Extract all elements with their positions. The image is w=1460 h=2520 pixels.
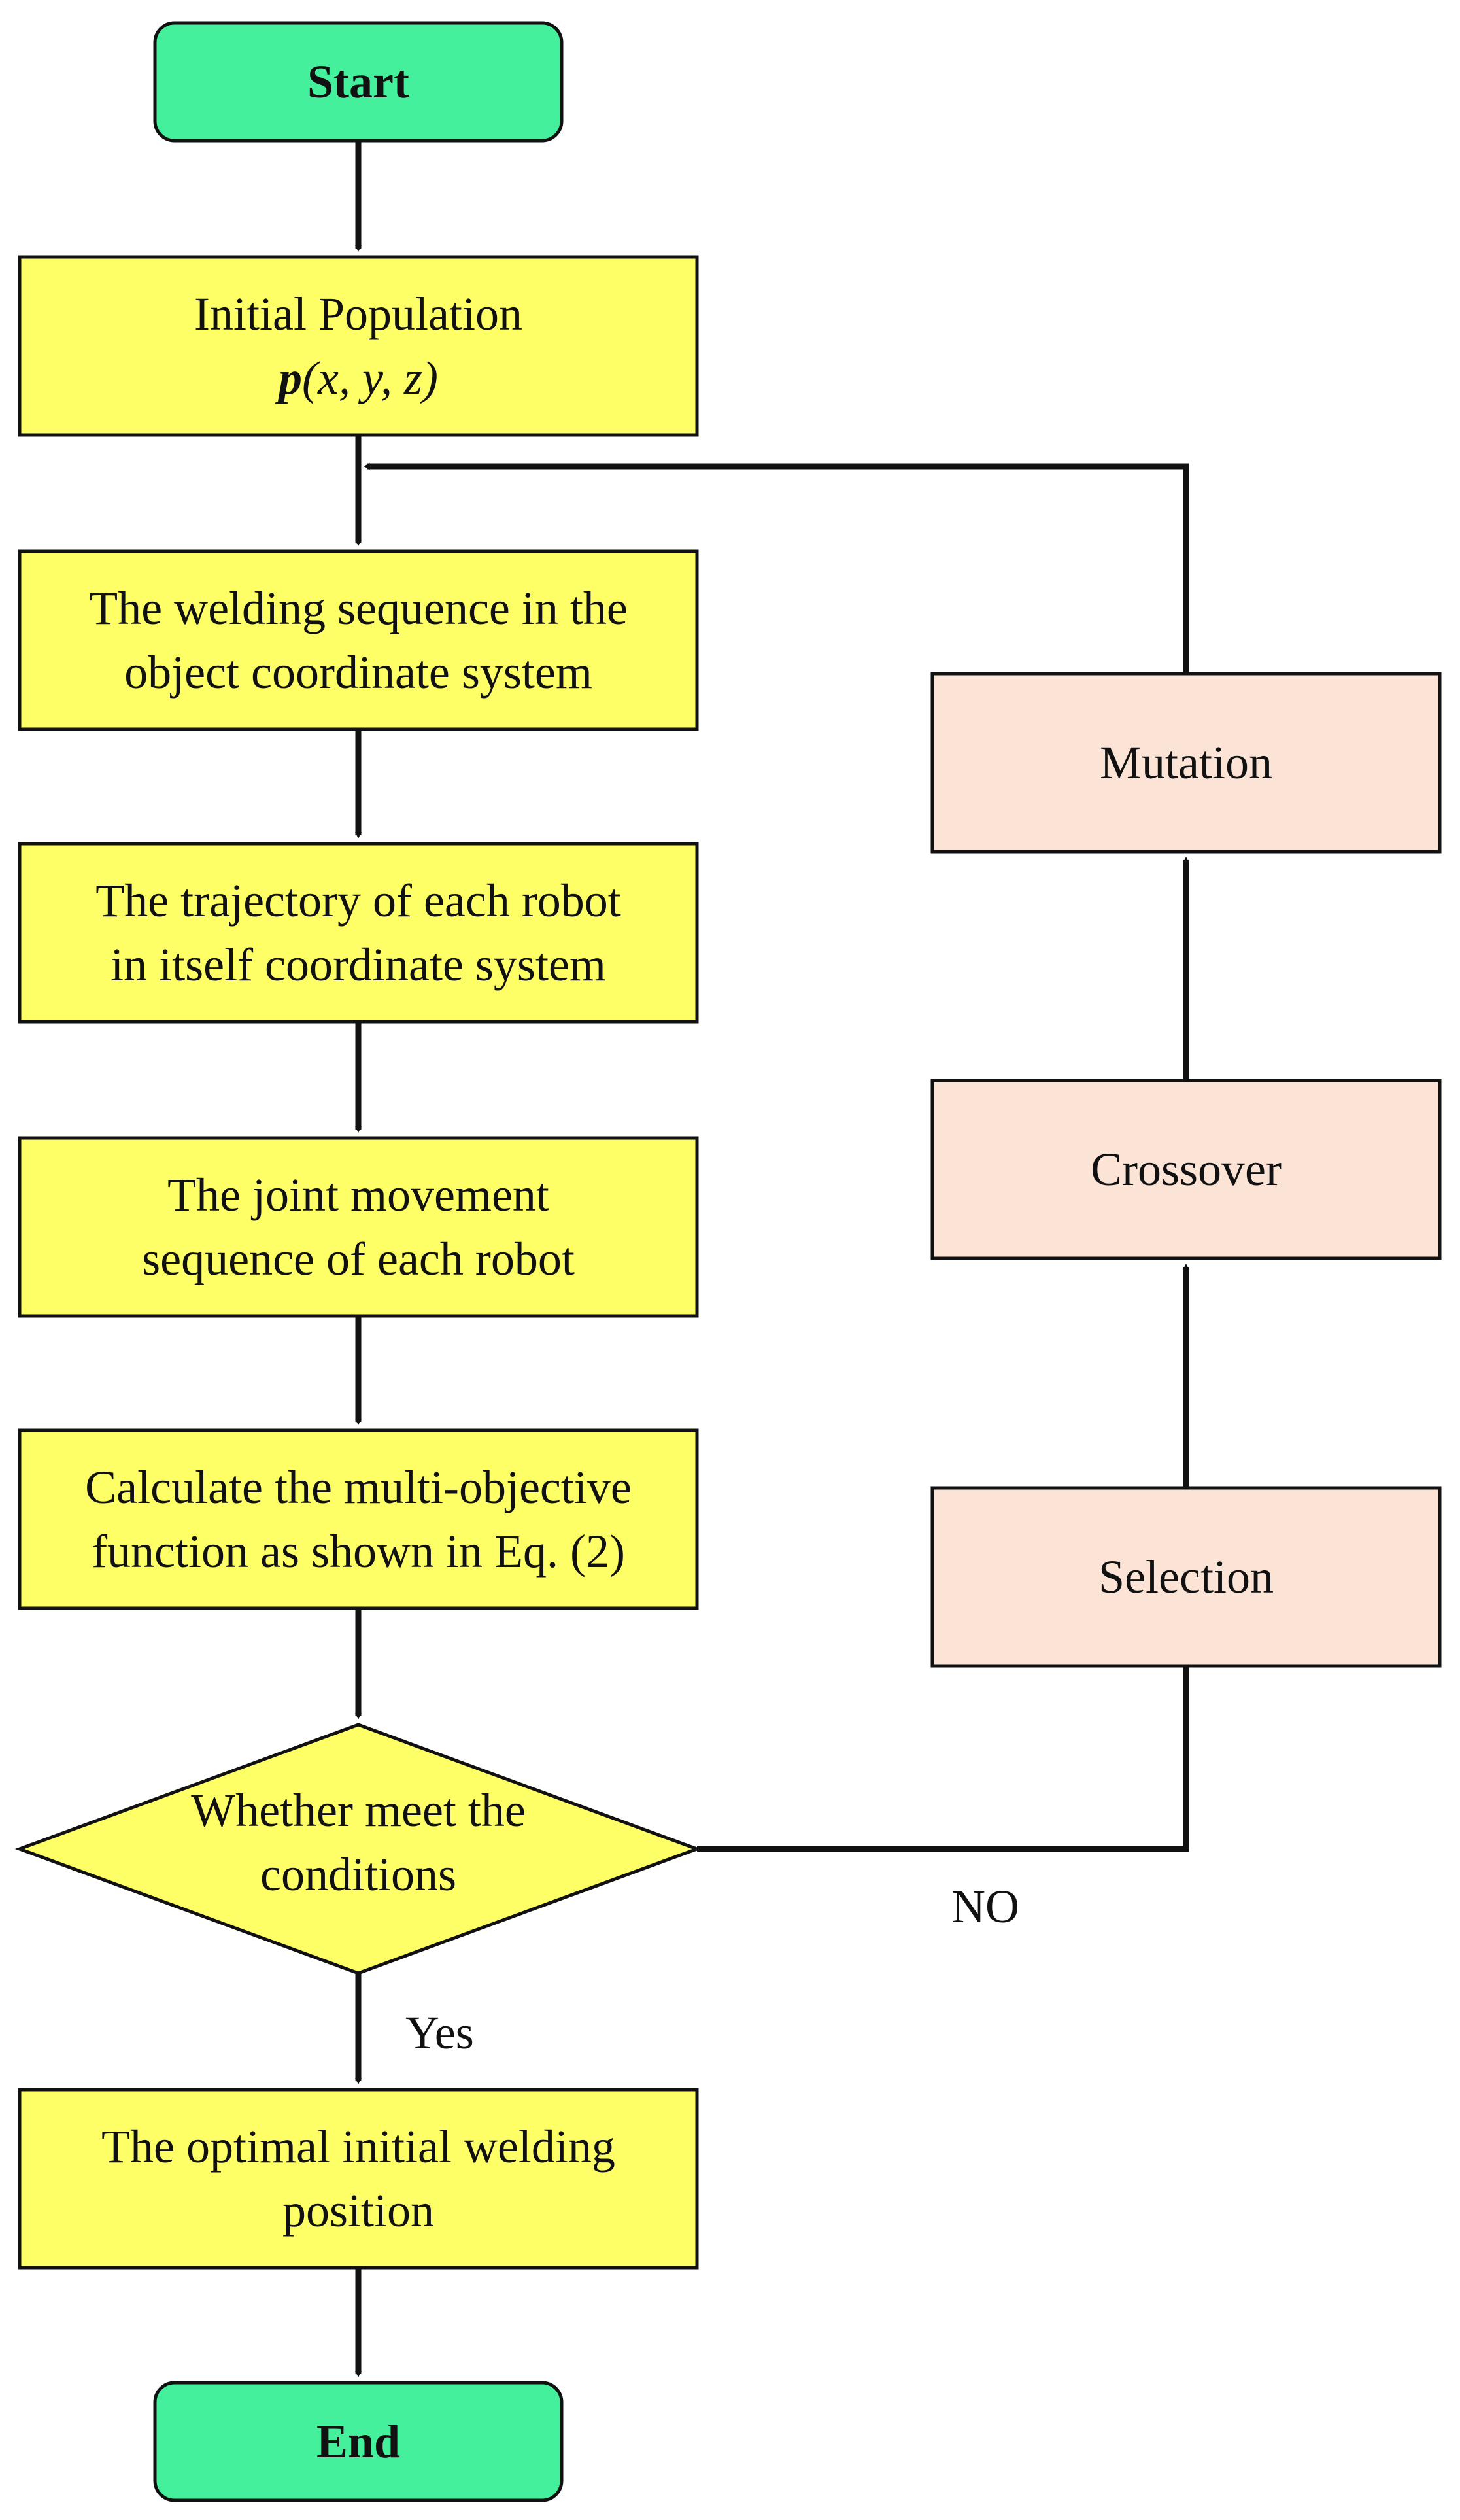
calculate-objective-box	[18, 1428, 699, 1610]
initial-population-box	[18, 255, 699, 437]
robot-trajectory-box	[18, 842, 699, 1024]
start-terminal	[153, 21, 564, 143]
mutation-box	[930, 672, 1442, 854]
joint-movement-box	[18, 1136, 699, 1318]
crossover-box	[930, 1079, 1442, 1260]
connector-decision-to-selection	[697, 1666, 1189, 1852]
end-terminal	[153, 2381, 564, 2502]
optimal-position-box	[18, 2088, 699, 2270]
selection-box	[930, 1486, 1442, 1668]
welding-sequence-box	[18, 549, 699, 731]
condition-decision-diamond	[14, 1723, 702, 1975]
edge-label-yes: Yes	[405, 2007, 474, 2059]
arrow-mutation-loop-back	[364, 463, 1189, 674]
edge-label-no: NO	[951, 1880, 1019, 1933]
